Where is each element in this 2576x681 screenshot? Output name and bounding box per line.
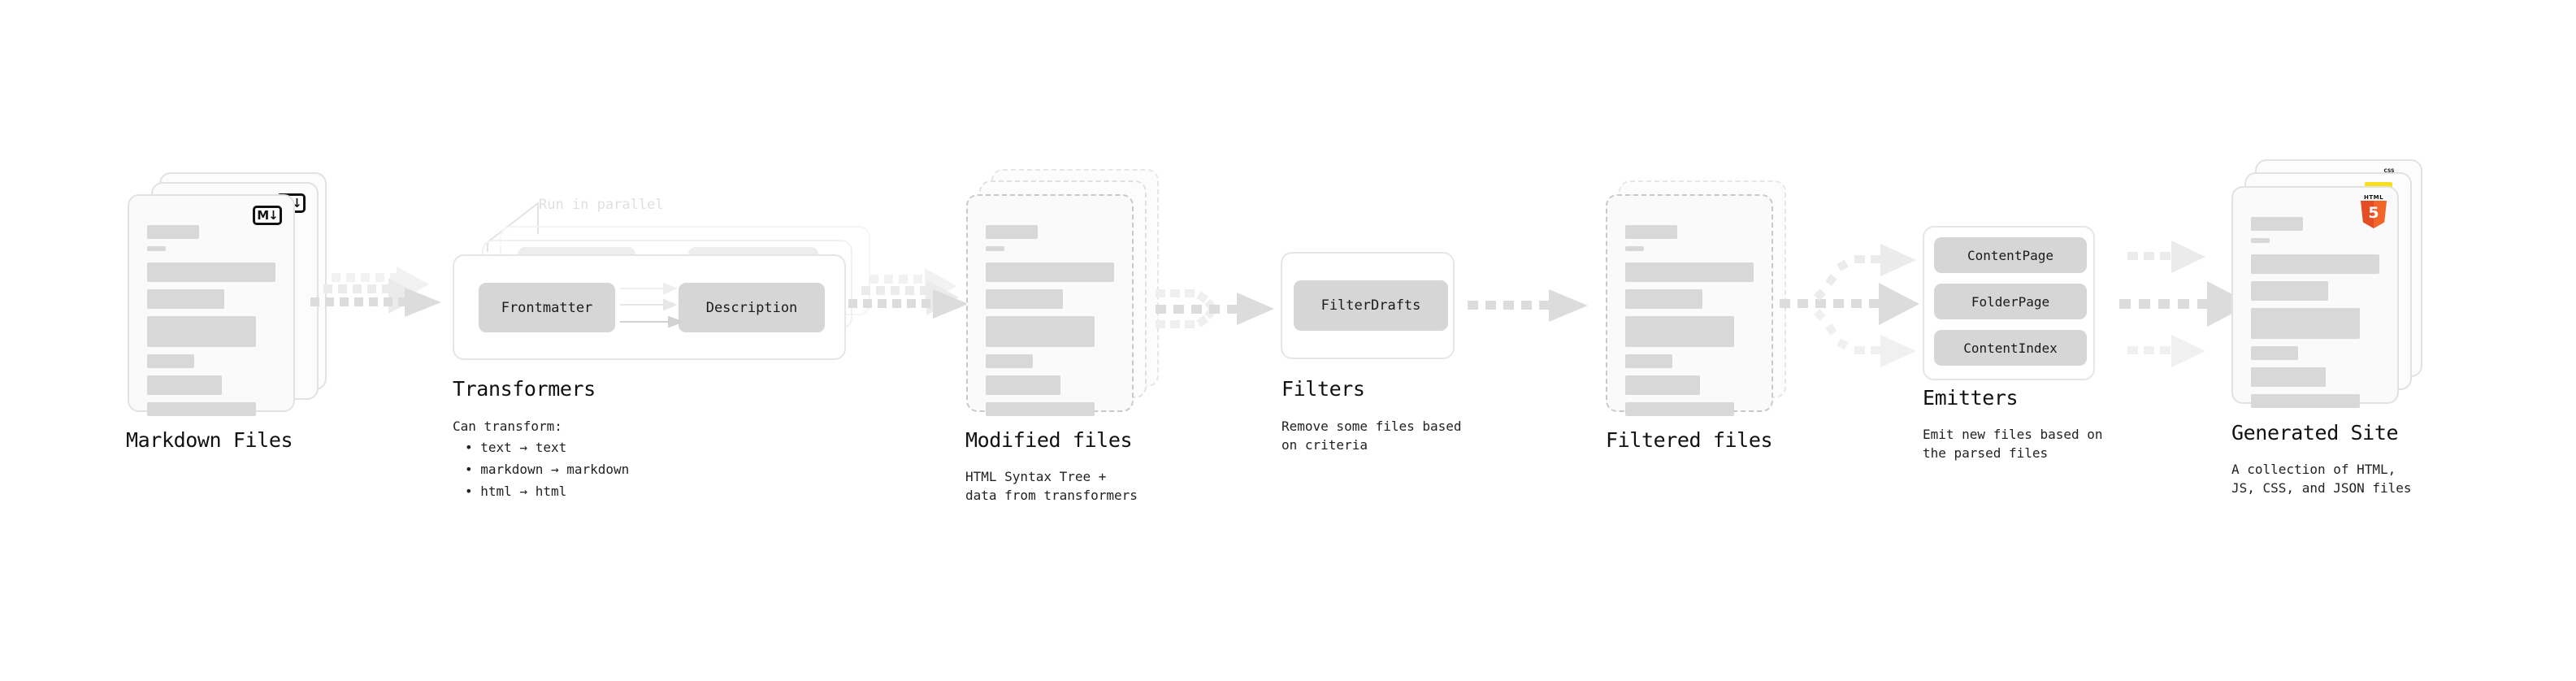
content-bar <box>986 262 1114 282</box>
content-bar <box>2251 394 2361 408</box>
content-bar <box>1625 354 1673 368</box>
stage-title-modified-files: Modified files <box>965 428 1133 452</box>
content-bar <box>2251 308 2361 339</box>
transformer-pill-frontmatter[interactable]: Frontmatter <box>479 283 615 332</box>
content-bar <box>2251 217 2303 231</box>
filter-pill-filterdrafts[interactable]: FilterDrafts <box>1294 280 1448 331</box>
stage-title-filters: Filters <box>1281 377 1365 401</box>
stage-title-markdown-files: Markdown Files <box>126 428 293 452</box>
content-bar <box>986 402 1095 416</box>
generated-site-subtitle: A collection of HTML, JS, CSS, and JSON … <box>2231 462 2412 497</box>
arrow-transformers-to-modified <box>848 268 969 319</box>
transformers-bullet-1: • markdown → markdown <box>465 462 630 477</box>
content-bar <box>147 246 166 251</box>
content-bar <box>2251 281 2328 301</box>
content-bar <box>147 402 257 416</box>
arrow-filtered-to-emitters <box>1780 244 1919 367</box>
content-bar <box>1625 225 1677 239</box>
emitter-pill-contentpage[interactable]: ContentPage <box>1934 237 2087 273</box>
markdown-icon: M↓ <box>253 206 282 225</box>
content-bar <box>1625 402 1735 416</box>
emitter-pill-contentindex[interactable]: ContentIndex <box>1934 330 2087 366</box>
content-bar <box>2251 367 2326 387</box>
content-bar <box>986 316 1095 347</box>
content-bar <box>1625 316 1735 347</box>
content-bar <box>1625 246 1644 251</box>
content-bar <box>1625 262 1754 282</box>
content-bar <box>2251 238 2270 243</box>
emitters-panel: ContentPage FolderPage ContentIndex <box>1923 226 2095 380</box>
stage-title-filtered-files: Filtered files <box>1606 428 1773 452</box>
stage-title-transformers: Transformers <box>453 377 596 401</box>
transformers-bullet-2: • html → html <box>465 484 567 499</box>
content-bar <box>986 225 1038 239</box>
content-bar <box>2251 346 2299 360</box>
content-bar <box>147 225 199 239</box>
card-content-placeholder <box>147 225 275 423</box>
emitter-pill-folderpage[interactable]: FolderPage <box>1934 284 2087 319</box>
arrow-filters-to-filtered <box>1468 289 1588 322</box>
emitters-subtitle: Emit new files based on the parsed files <box>1923 427 2103 462</box>
content-bar <box>1625 375 1700 395</box>
stage-title-emitters: Emitters <box>1923 386 2019 410</box>
transformer-pill-description[interactable]: Description <box>679 283 825 332</box>
content-bar <box>147 316 257 347</box>
content-bar <box>1625 289 1702 309</box>
content-bar <box>147 375 222 395</box>
markdown-card-front: M↓ <box>128 194 295 416</box>
content-bar <box>147 262 275 282</box>
card-content-placeholder <box>986 225 1114 423</box>
card-content-placeholder <box>1625 225 1754 423</box>
modified-files-subtitle: HTML Syntax Tree + data from transformer… <box>965 469 1138 504</box>
content-bar <box>986 354 1034 368</box>
card-content-placeholder <box>2251 217 2379 415</box>
content-bar <box>147 354 195 368</box>
arrow-emitters-to-site <box>2119 241 2251 367</box>
content-bar <box>986 375 1060 395</box>
content-bar <box>2251 254 2379 274</box>
arrow-markdown-to-transformers <box>310 267 441 317</box>
filtered-card-front <box>1606 194 1773 416</box>
arrow-modified-to-filters <box>1156 289 1274 328</box>
content-bar <box>986 246 1004 251</box>
site-card-front-html: HTML 5 <box>2231 186 2399 408</box>
stage-title-generated-site: Generated Site <box>2231 421 2399 445</box>
transformers-subtitle: Can transform: <box>453 419 562 434</box>
html5-icon: HTML 5 <box>2358 194 2389 230</box>
content-bar <box>147 289 224 309</box>
run-in-parallel-label: Run in parallel <box>539 197 664 213</box>
filters-subtitle: Remove some files based on criteria <box>1281 419 1462 453</box>
transformer-inner-arrows <box>620 282 684 328</box>
content-bar <box>986 289 1063 309</box>
modified-card-front <box>966 194 1134 416</box>
filters-panel: FilterDrafts <box>1281 252 1455 359</box>
transformer-panel-front: Frontmatter Description <box>453 254 846 360</box>
transformers-bullet-0: • text → text <box>465 440 567 455</box>
